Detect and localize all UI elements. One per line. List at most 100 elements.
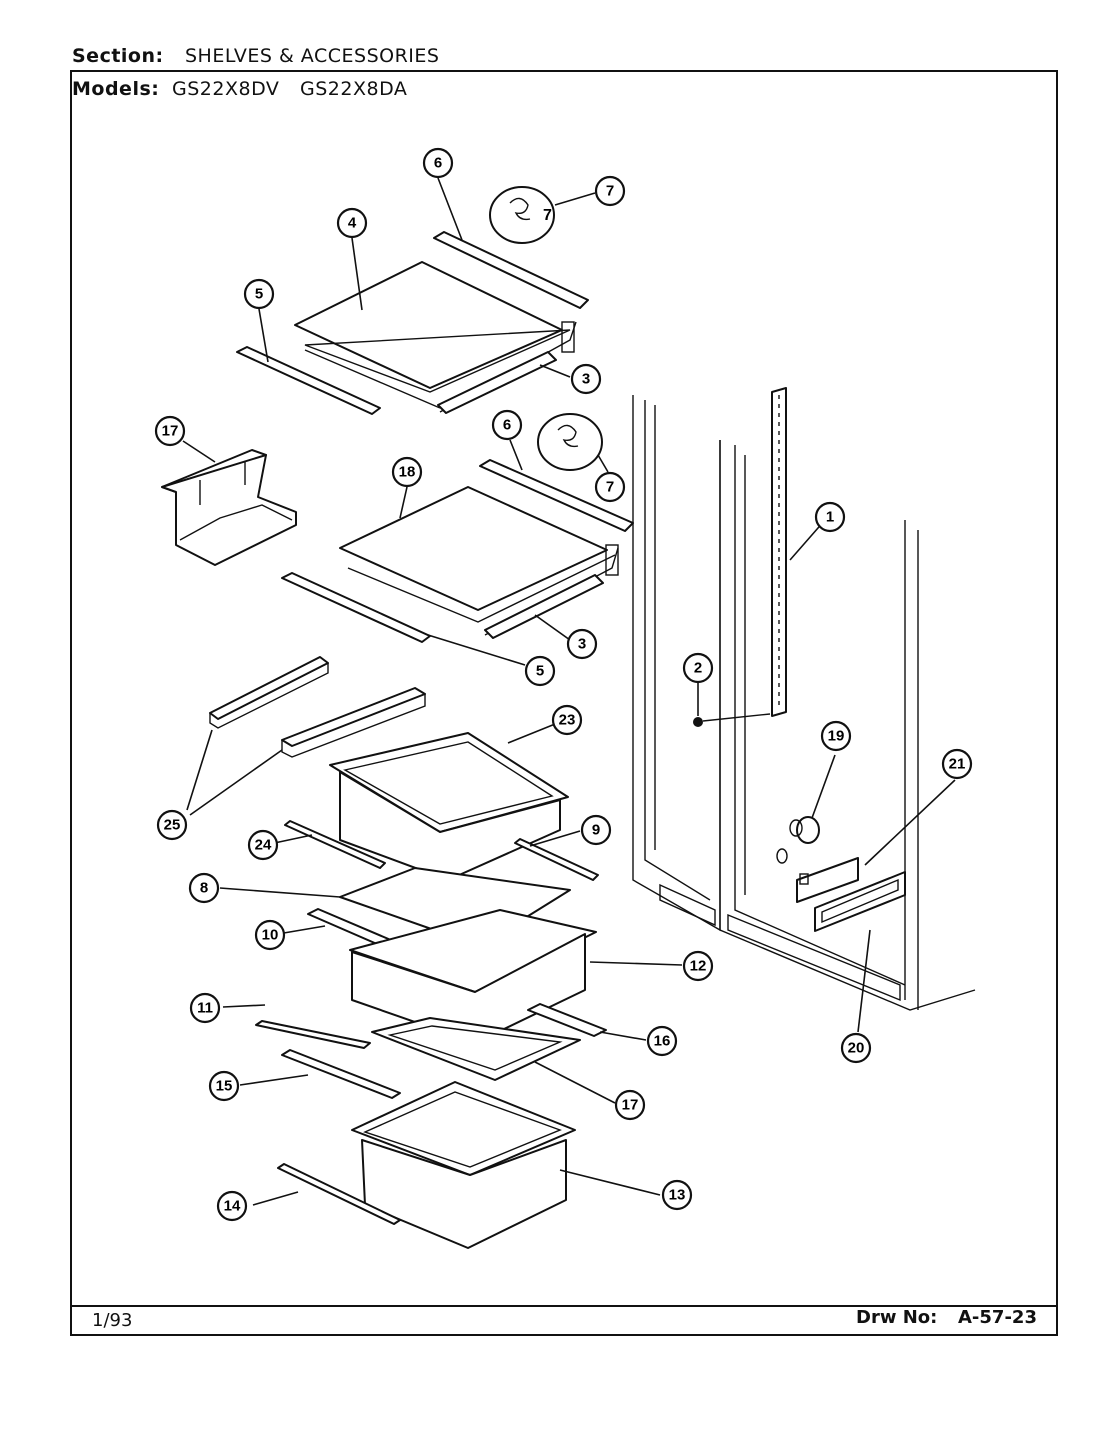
svg-text:13: 13 <box>669 1187 686 1204</box>
svg-text:8: 8 <box>200 880 208 897</box>
light-shield <box>814 871 906 932</box>
section-label: Section: <box>72 45 164 67</box>
svg-text:17: 17 <box>622 1097 639 1114</box>
svg-text:20: 20 <box>848 1040 865 1057</box>
models-label: Models: <box>72 78 160 100</box>
shelf-trim-top <box>433 231 589 309</box>
svg-text:6: 6 <box>434 155 442 172</box>
ladder-screw <box>693 713 771 727</box>
callout-21: 17 <box>154 415 186 447</box>
shelf-frame-top <box>437 321 575 414</box>
drawing-frame <box>70 70 1058 1336</box>
leader-lines <box>182 177 956 1206</box>
callout-16: 16 <box>646 1025 678 1057</box>
model-gs22x8dv: GS22X8DV <box>172 78 280 100</box>
callout-2: 2 <box>682 652 714 684</box>
callout-3-top: 3 <box>570 363 602 395</box>
clip-label-top: 7 <box>543 207 552 224</box>
svg-text:3: 3 <box>582 371 590 388</box>
callout-4: 4 <box>336 207 368 239</box>
svg-text:25: 25 <box>164 817 181 834</box>
pan-rail-right <box>514 838 599 881</box>
shelf-rail-middle <box>281 572 431 643</box>
light-bracket <box>796 857 859 903</box>
svg-text:19: 19 <box>828 728 845 745</box>
crisper-rail-left <box>255 1020 371 1049</box>
callout-8: 8 <box>188 872 220 904</box>
callout-5-middle: 5 <box>524 655 556 687</box>
svg-text:18: 18 <box>399 464 416 481</box>
svg-text:12: 12 <box>690 958 707 975</box>
callout-10: 10 <box>254 919 286 951</box>
callout-5-top: 5 <box>243 278 275 310</box>
lower-pan-rail <box>281 1049 401 1099</box>
cabinet-interior <box>632 395 976 1011</box>
callout-19: 20 <box>840 1032 872 1064</box>
shelf-rail-top <box>236 346 381 415</box>
lower-pan <box>351 1081 576 1249</box>
svg-text:6: 6 <box>503 417 511 434</box>
callout-6-top: 6 <box>422 147 454 179</box>
svg-text:5: 5 <box>536 663 544 680</box>
pan-slide-track <box>527 1003 607 1037</box>
shelf-frame-middle <box>484 544 619 639</box>
callouts: 6 7 4 5 3 17 6 18 7 1 3 5 2 23 19 21 25 … <box>154 147 973 1222</box>
callout-15: 15 <box>208 1070 240 1102</box>
svg-text:7: 7 <box>606 183 614 200</box>
callout-7-middle: 7 <box>594 471 626 503</box>
callout-11: 11 <box>189 992 221 1024</box>
crisper-pan <box>349 909 597 1044</box>
callout-6-middle: 6 <box>491 409 523 441</box>
svg-text:17: 17 <box>162 423 179 440</box>
clip-bubble-top: 7 <box>489 186 555 244</box>
svg-text:23: 23 <box>559 712 576 729</box>
pan-cover-frame <box>371 1017 581 1081</box>
svg-text:3: 3 <box>578 636 586 653</box>
callout-14: 14 <box>216 1190 248 1222</box>
control-knob <box>776 816 820 864</box>
svg-text:14: 14 <box>224 1198 241 1215</box>
svg-text:7: 7 <box>606 479 614 496</box>
callout-9: 9 <box>580 814 612 846</box>
drawing-label: Drw No: <box>856 1307 938 1328</box>
callout-7-top: 7 <box>594 175 626 207</box>
svg-text:24: 24 <box>255 837 272 854</box>
crisper-cover-rail-upper <box>209 656 329 729</box>
pan-rail-left <box>284 820 386 869</box>
model-gs22x8da: GS22X8DA <box>300 78 408 100</box>
svg-text:11: 11 <box>197 1000 213 1017</box>
crisper-cover-rail-lower <box>281 687 426 758</box>
bottom-rail <box>277 1163 401 1225</box>
svg-text:21: 21 <box>949 756 966 773</box>
revision-date: 1/93 <box>92 1310 133 1331</box>
svg-text:1: 1 <box>826 509 834 526</box>
svg-text:10: 10 <box>262 927 279 944</box>
callout-25: 25 <box>156 809 188 841</box>
svg-text:15: 15 <box>216 1078 233 1095</box>
svg-text:9: 9 <box>592 822 600 839</box>
svg-text:5: 5 <box>255 286 263 303</box>
drawing-number: A-57-23 <box>958 1307 1037 1328</box>
callout-20: 21 <box>941 748 973 780</box>
svg-text:16: 16 <box>654 1033 671 1050</box>
callout-3-middle: 3 <box>566 628 598 660</box>
svg-text:2: 2 <box>694 660 702 677</box>
meat-pan <box>329 732 569 881</box>
glass-shelf-middle <box>339 486 619 636</box>
callout-1: 1 <box>814 501 846 533</box>
utility-bin <box>161 449 297 566</box>
shelf-ladder-strip <box>771 387 787 717</box>
callout-18: 19 <box>820 720 852 752</box>
svg-text:4: 4 <box>348 215 357 232</box>
callout-17: 1717 <box>614 1089 646 1121</box>
callout-12: 12 <box>682 950 714 982</box>
section-value: SHELVES & ACCESSORIES <box>185 45 440 67</box>
callout-23: 23 <box>551 704 583 736</box>
callout-22: 18 <box>391 456 423 488</box>
footer-rule <box>70 1305 1058 1307</box>
callout-24: 24 <box>247 829 279 861</box>
clip-bubble-middle <box>537 413 603 471</box>
callout-13: 13 <box>661 1179 693 1211</box>
shelf-trim-middle <box>479 459 634 532</box>
